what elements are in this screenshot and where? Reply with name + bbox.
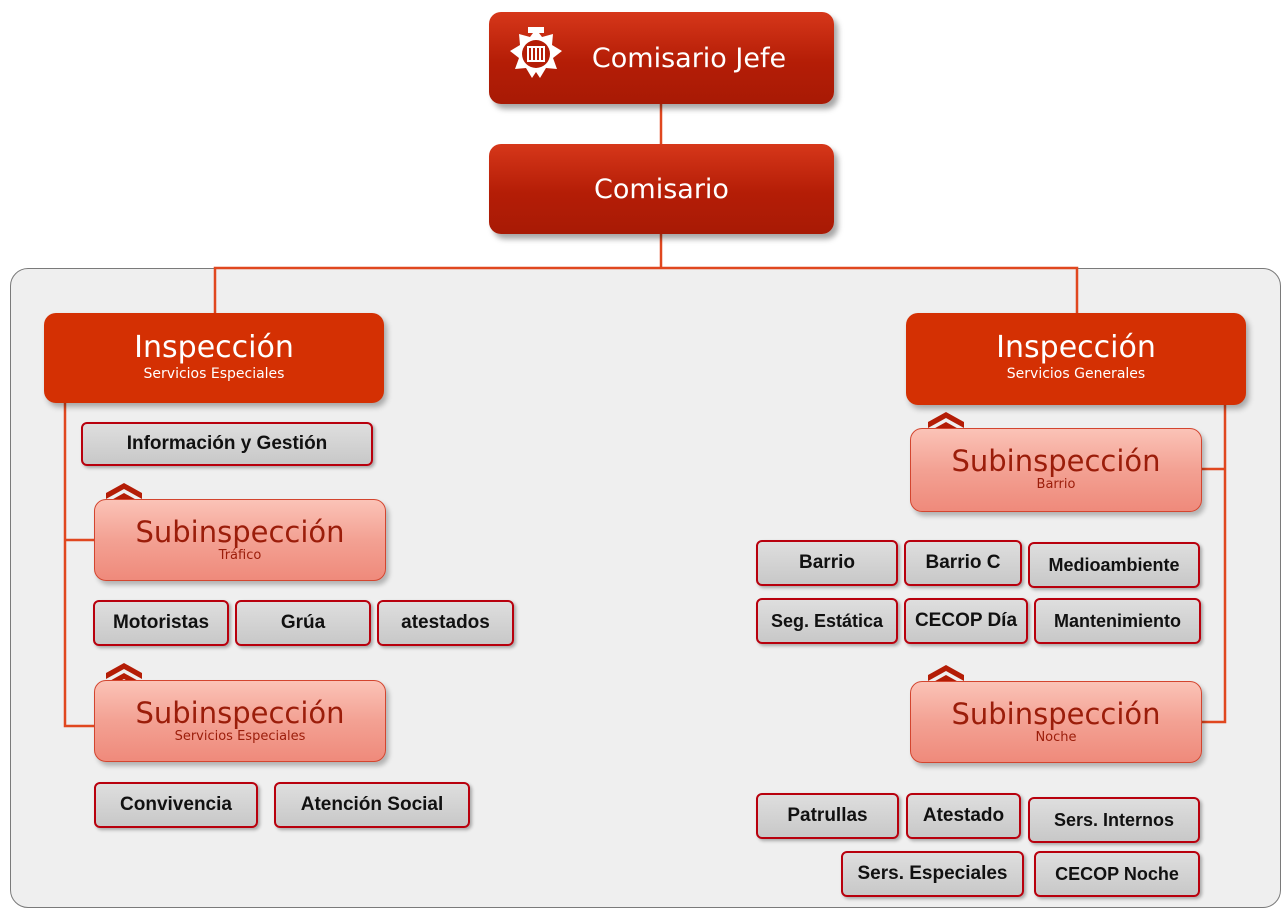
unit-sers-internos: Sers. Internos [1028,797,1200,843]
unit-medioambiente: Medioambiente [1028,542,1200,588]
subinspeccion-title: Subinspección [951,444,1161,478]
unit-seg-estatica: Seg. Estática [756,598,898,644]
inspeccion-subtitle: Servicios Especiales [143,366,285,382]
unit-mantenimiento: Mantenimiento [1034,598,1201,644]
unit-patrullas: Patrullas [756,793,899,839]
unit-cecop-noche: CECOP Noche [1034,851,1200,897]
unit-sers-especiales: Sers. Especiales [841,851,1024,897]
subinspeccion-title: Subinspección [951,697,1161,731]
comisario-box: Comisario [489,144,834,234]
comisario-jefe-box: Comisario Jefe [489,12,834,104]
subinspeccion-barrio: Subinspección Barrio [910,428,1202,512]
comisario-jefe-label: Comisario Jefe [591,42,787,74]
subinspeccion-subtitle: Barrio [1036,477,1076,492]
unit-atestado: Atestado [906,793,1021,839]
unit-atestados: atestados [377,600,514,646]
inspeccion-servicios-especiales: Inspección Servicios Especiales [44,313,384,403]
subinspeccion-trafico: Subinspección Tráfico [94,499,386,581]
subinspeccion-subtitle: Servicios Especiales [174,729,306,744]
unit-grua: Grúa [235,600,371,646]
comisario-label: Comisario [594,173,729,205]
unit-informacion-gestion: Información y Gestión [81,422,373,466]
unit-cecop-dia: CECOP Día [904,598,1028,644]
inspeccion-servicios-generales: Inspección Servicios Generales [906,313,1246,405]
subinspeccion-title: Subinspección [135,515,345,549]
unit-atencion-social: Atención Social [274,782,470,828]
unit-convivencia: Convivencia [94,782,258,828]
inspeccion-subtitle: Servicios Generales [1006,366,1146,382]
subinspeccion-subtitle: Tráfico [218,548,262,563]
unit-motoristas: Motoristas [93,600,229,646]
inspeccion-title: Inspección [134,330,294,365]
unit-barrio-c: Barrio C [904,540,1022,586]
unit-barrio: Barrio [756,540,898,586]
subinspeccion-noche: Subinspección Noche [910,681,1202,763]
subinspeccion-subtitle: Noche [1035,730,1077,745]
police-badge-icon [510,27,562,78]
subinspeccion-servicios-especiales: Subinspección Servicios Especiales [94,680,386,762]
subinspeccion-title: Subinspección [135,696,345,730]
inspeccion-title: Inspección [996,330,1156,365]
